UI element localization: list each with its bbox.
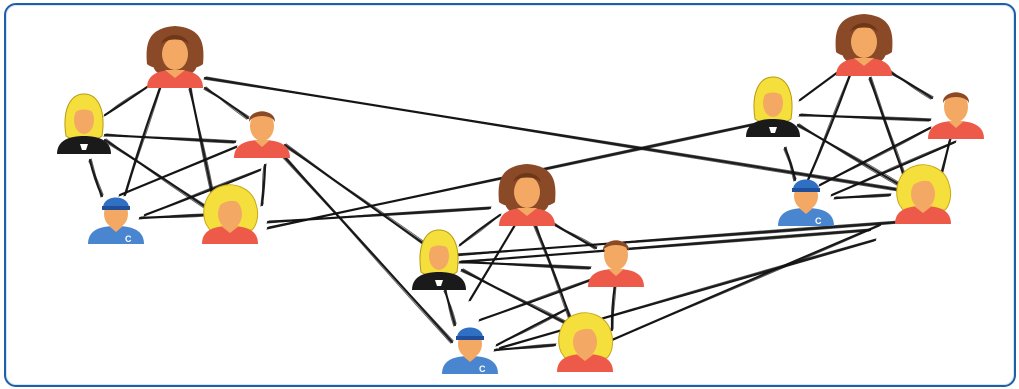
connection-edge bbox=[91, 159, 101, 197]
connection-edge bbox=[870, 78, 905, 178]
node-woman-brown-hair bbox=[499, 164, 556, 226]
connection-edge bbox=[105, 135, 235, 142]
node-woman-blonde bbox=[895, 165, 951, 224]
connection-edge bbox=[799, 71, 839, 101]
cap-badge: C bbox=[815, 216, 822, 226]
node-man-blue-cap: C bbox=[442, 328, 498, 375]
connection-edge bbox=[786, 147, 794, 181]
node-woman-brown-hair bbox=[836, 14, 893, 76]
connection-edge bbox=[286, 144, 439, 256]
node-man bbox=[928, 92, 984, 139]
cap-badge: C bbox=[125, 234, 132, 244]
node-woman-blonde bbox=[557, 313, 613, 372]
connection-edge bbox=[890, 72, 932, 98]
node-woman-blonde-dark-shirt bbox=[57, 94, 111, 154]
node-woman-blonde-dark-shirt bbox=[746, 77, 800, 137]
cap-badge: C bbox=[479, 364, 486, 374]
node-man bbox=[234, 111, 290, 158]
connection-edge bbox=[460, 215, 500, 245]
node-woman-blonde bbox=[202, 185, 258, 244]
node-man-blue-cap: C bbox=[88, 198, 144, 245]
connection-edge bbox=[536, 224, 569, 319]
connection-edge bbox=[205, 88, 248, 118]
node-woman-brown-hair bbox=[147, 26, 204, 88]
node-man-blue-cap: C bbox=[778, 180, 834, 227]
